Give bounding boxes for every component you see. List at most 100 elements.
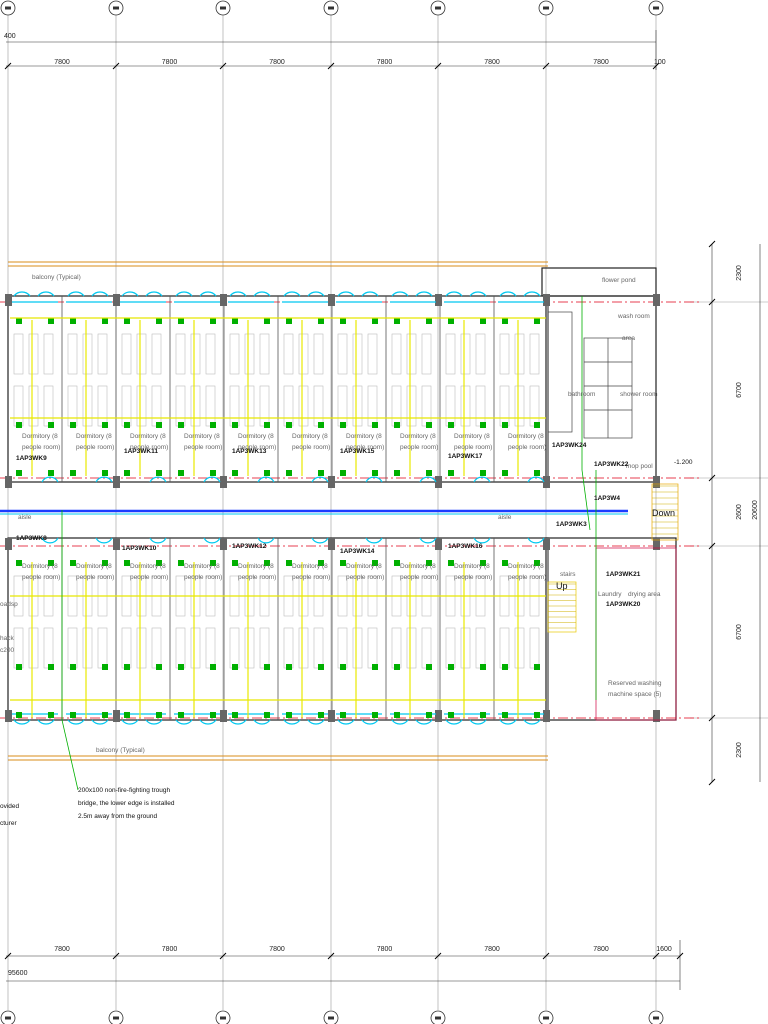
fixture-1-7-2-a (394, 712, 400, 718)
fixture-1-7-0-b (426, 560, 432, 566)
column-4-3 (435, 710, 442, 722)
fixture-0-1-0-a (70, 318, 76, 324)
fixture-0-0-1-b (48, 422, 54, 428)
balcony-door-1-1 (67, 719, 85, 725)
exterior-walls (7, 267, 677, 721)
panel-tag-1ap3wk12: 1AP3WK12 (232, 543, 267, 550)
dorm-bottom-2-line2: people room) (130, 574, 168, 581)
fixture-1-5-2-b (318, 712, 324, 718)
fixture-1-0-1-a (16, 664, 22, 670)
bed-upper-0-5-0 (283, 333, 294, 375)
balcony-door-0-2 (121, 291, 139, 297)
column-0-0 (5, 294, 12, 306)
fixture-1-8-1-b (480, 664, 486, 670)
fixture-0-6-2-b (372, 470, 378, 476)
fixture-0-5-1-b (318, 422, 324, 428)
corridor-door-1-1 (95, 537, 113, 544)
axis-bubble-bottom-2 (215, 1010, 231, 1024)
bed-upper-0-2-2 (151, 333, 162, 375)
bed-lower-1-3-1 (190, 627, 201, 669)
fixture-0-0-2-b (48, 470, 54, 476)
fixture-1-1-2-a (70, 712, 76, 718)
dorm-bottom-3-line1: Dormitory (8 (184, 563, 220, 570)
bed-lower-0-4-2 (259, 385, 270, 427)
dim-top-span-1: 7800 (162, 59, 178, 66)
panel-tag-1ap3wk10: 1AP3WK10 (122, 545, 157, 552)
column-4-0 (435, 294, 442, 306)
dorm-bottom-6-line1: Dormitory (8 (346, 563, 382, 570)
dorm-top-5-line1: Dormitory (8 (292, 433, 328, 440)
balcony-door-0-1 (67, 291, 85, 297)
tick-bottom-2 (219, 952, 227, 960)
fixture-1-9-2-b (534, 712, 540, 718)
bed-lower-1-7-2 (421, 627, 432, 669)
fixture-0-0-1-a (16, 422, 22, 428)
fixture-0-7-0-b (426, 318, 432, 324)
bed-upper-0-3-0 (175, 333, 186, 375)
column-3-1 (328, 476, 335, 488)
tick-top-5 (542, 62, 550, 70)
tray-note-line-2: bridge, the lower edge is installed (78, 800, 175, 807)
dorm-top-4-line1: Dormitory (8 (238, 433, 274, 440)
balcony-window-0-8 (469, 291, 487, 297)
dorm-bottom-9-line2: people room) (508, 574, 546, 581)
bed-lower-0-3-2 (205, 385, 216, 427)
label-wash-room: wash room (617, 313, 650, 320)
fixture-0-5-0-b (318, 318, 324, 324)
fixture-1-0-1-b (48, 664, 54, 670)
bed-lower-0-8-2 (475, 385, 486, 427)
fixture-1-6-2-a (340, 712, 346, 718)
balcony-door-1-0 (13, 719, 31, 725)
tick-bottom-1 (112, 952, 120, 960)
bed-upper-0-0-2 (43, 333, 54, 375)
balcony-door-1-2 (121, 719, 139, 725)
corridor-door-0-1 (95, 476, 113, 483)
bed-lower-1-5-1 (298, 627, 309, 669)
dorm-bottom-4-line1: Dormitory (8 (238, 563, 274, 570)
bed-lower-1-3-2 (205, 627, 216, 669)
dim-top-span-2: 7800 (269, 59, 285, 66)
fixture-1-4-2-b (264, 712, 270, 718)
dorm-top-7-line1: Dormitory (8 (400, 433, 436, 440)
bed-lower-1-0-1 (28, 627, 39, 669)
tray-note-line-1: 200x100 non-fire-fighting trough (78, 787, 171, 794)
dorm-top-9-line2: people room) (508, 444, 546, 451)
fixture-0-9-0-a (502, 318, 508, 324)
column-1-3 (113, 710, 120, 722)
fixture-0-2-2-a (124, 470, 130, 476)
bed-upper-0-7-1 (406, 333, 417, 375)
fixture-0-7-1-b (426, 422, 432, 428)
structural-columns (5, 294, 660, 722)
tick-top-4 (434, 62, 442, 70)
label-stairs: stairs (560, 571, 576, 578)
bed-upper-0-5-2 (313, 333, 324, 375)
dim-top-span-3: 7800 (377, 59, 393, 66)
bed-lower-1-8-2 (475, 627, 486, 669)
fixture-0-3-2-a (178, 470, 184, 476)
column-2-0 (220, 294, 227, 306)
dorm-top-3-line1: Dormitory (8 (184, 433, 220, 440)
dorm-bottom-2-line1: Dormitory (8 (130, 563, 166, 570)
tick-bottom-end (676, 952, 684, 960)
bed-lower-0-7-0 (391, 385, 402, 427)
dim-bottom-span-2: 7800 (269, 946, 285, 953)
corridor-door-1-6 (365, 537, 383, 544)
fixture-0-7-1-a (394, 422, 400, 428)
fixture-1-5-1-a (286, 664, 292, 670)
corridor-door-0-7 (419, 476, 437, 483)
balcony-window-1-5 (307, 719, 325, 725)
label-aisle-mid: aisle (498, 514, 512, 521)
label-flower-pond: flower pond (602, 277, 636, 284)
label-left-frag-5: oadsp (0, 601, 18, 608)
bed-lower-0-5-0 (283, 385, 294, 427)
panel-tag-1ap3wk15: 1AP3WK15 (340, 448, 375, 455)
axis-bubble-bottom-6 (648, 1010, 664, 1024)
bed-upper-0-2-1 (136, 333, 147, 375)
panel-tag-1ap3wk17: 1AP3WK17 (448, 453, 483, 460)
panel-tag-1ap3wk22: 1AP3WK22 (594, 461, 629, 468)
fixture-1-5-2-a (286, 712, 292, 718)
panel-tag-1ap3wk21: 1AP3WK21 (606, 571, 641, 578)
bed-lower-1-0-2 (43, 627, 54, 669)
label-left-frag-3: hack (0, 635, 14, 642)
